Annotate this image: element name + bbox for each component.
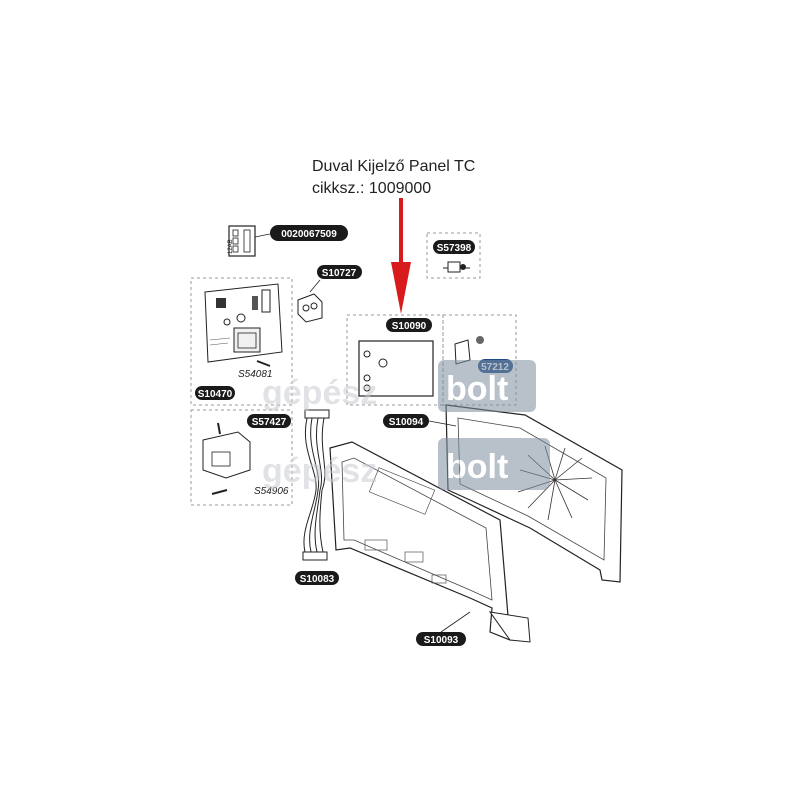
terminal-connector-part: 12AB (228, 225, 271, 257)
watermark-bottom-right-text: bolt (446, 448, 508, 486)
product-title: Duval Kijelző Panel TC (312, 158, 476, 175)
pointer-arrow (391, 198, 411, 314)
label-s10727-text: S10727 (322, 268, 357, 279)
label-s57398-text: S57398 (437, 243, 472, 254)
label-s10083-text: S10083 (300, 574, 335, 585)
label-s10470-text: S10470 (198, 389, 233, 400)
watermark-top: gépész bolt (262, 360, 536, 412)
product-code: cikksz.: 1009000 (312, 180, 432, 197)
label-s10093-text: S10093 (424, 635, 459, 646)
part-s10093-frame: S10093 (329, 441, 531, 646)
part-box-s57427: S57427 S54906 (190, 409, 293, 506)
label-s54081-text: S54081 (238, 369, 272, 380)
label-s10094-text: S10094 (389, 417, 424, 428)
part-box-s10090: S10090 (346, 314, 444, 406)
label-s54906-text: S54906 (254, 486, 289, 497)
part-s10083-cable: S10083 (295, 409, 339, 585)
watermark-bottom-left-text: gépész (262, 452, 377, 490)
watermark-top-left-text: gépész (262, 374, 377, 412)
label-0020067509-text: 0020067509 (281, 229, 337, 240)
connector-box-text: 12AB (228, 239, 234, 254)
label-s10090-text: S10090 (392, 321, 427, 332)
label-s57427-text: S57427 (252, 417, 287, 428)
label-0020067509: 0020067509 (270, 225, 348, 241)
part-box-s57398: S57398 (426, 232, 481, 279)
part-s10727: S10727 (297, 265, 362, 323)
watermark-bottom: gépész bolt (262, 438, 550, 490)
part-box-s10470: S54081 S10470 (190, 277, 293, 406)
watermark-top-right-text: bolt (446, 370, 508, 408)
